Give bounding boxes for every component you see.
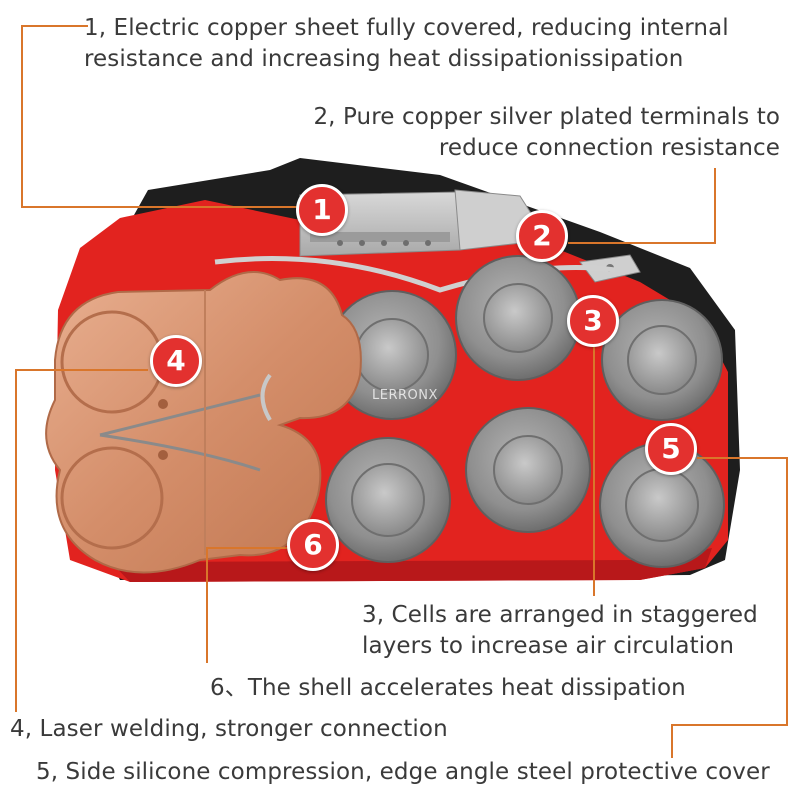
callout-5-text: 5, Side silicone compression, edge angle… (36, 757, 770, 788)
badge-4: 4 (150, 335, 202, 387)
callout-1-text: 1, Electric copper sheet fully covered, … (84, 13, 729, 75)
badge-5: 5 (645, 423, 697, 475)
leader-line-1 (21, 25, 300, 208)
cell (455, 255, 581, 381)
callout-3-line-1: 3, Cells are arranged in staggered (362, 602, 758, 628)
callout-3-text: 3, Cells are arranged in staggered layer… (362, 600, 758, 662)
callout-6-line-1: 6、The shell accelerates heat dissipation (210, 675, 686, 701)
leader-line-6 (206, 547, 288, 663)
cells (325, 255, 725, 568)
callout-6-text: 6、The shell accelerates heat dissipation (210, 673, 686, 704)
badge-2: 2 (516, 210, 568, 262)
watermark: LERRONX (372, 388, 438, 403)
cell (601, 299, 723, 421)
callout-4-line-1: 4, Laser welding, stronger connection (10, 716, 448, 742)
callout-1-line-1: 1, Electric copper sheet fully covered, … (84, 15, 729, 41)
callout-1-line-2: resistance and increasing heat dissipati… (84, 46, 684, 72)
cell (325, 437, 451, 563)
callout-4-text: 4, Laser welding, stronger connection (10, 714, 448, 745)
badge-1: 1 (296, 184, 348, 236)
badge-6: 6 (287, 519, 339, 571)
callout-5-line-1: 5, Side silicone compression, edge angle… (36, 759, 770, 785)
leader-line-4 (15, 369, 148, 712)
callout-2-text: 2, Pure copper silver plated terminals t… (313, 102, 780, 164)
cell (465, 407, 591, 533)
cell (599, 442, 725, 568)
leader-line-2 (568, 168, 716, 244)
callout-3-line-2: layers to increase air circulation (362, 633, 735, 659)
callout-2-line-1: 2, Pure copper silver plated terminals t… (313, 104, 780, 130)
cell (327, 290, 457, 420)
leader-line-5 (671, 457, 788, 758)
callout-2-line-2: reduce connection resistance (438, 135, 780, 161)
copper-sheet (45, 271, 362, 574)
badge-3: 3 (567, 295, 619, 347)
leader-lines (15, 25, 788, 758)
